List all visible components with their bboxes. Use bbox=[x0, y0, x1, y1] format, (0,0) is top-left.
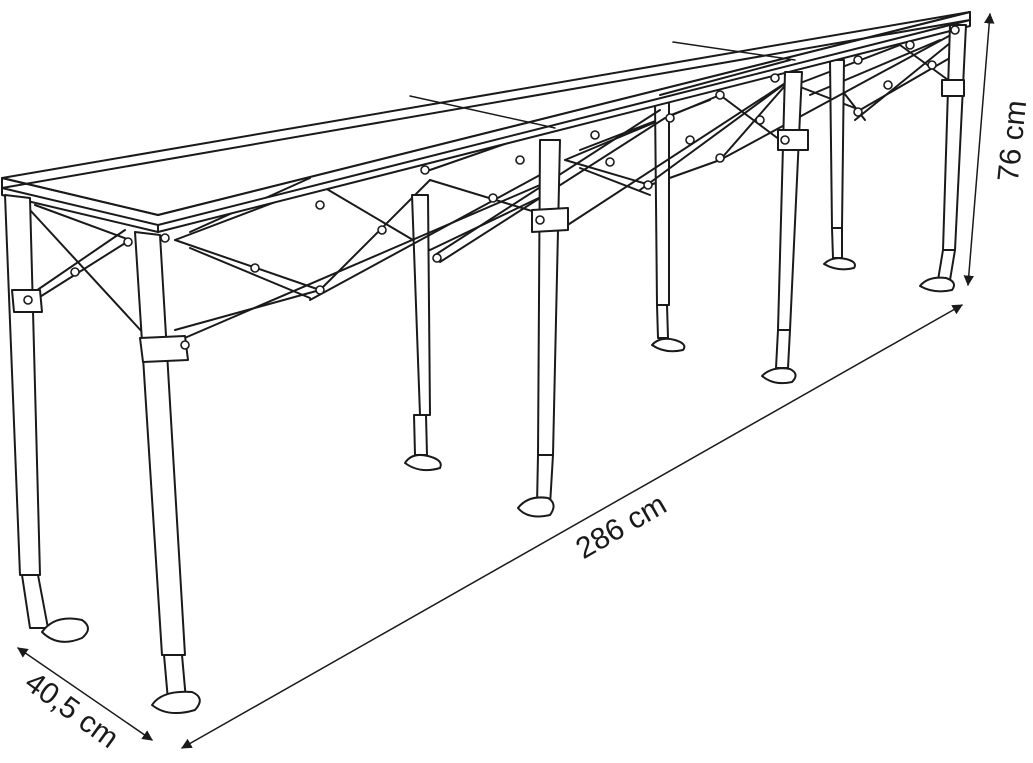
length-dimension-line bbox=[181, 304, 963, 749]
front-scissors bbox=[29, 29, 961, 341]
height-label: 76 cm bbox=[992, 99, 1033, 184]
length-label: 286 cm bbox=[570, 488, 672, 566]
dimension-lines bbox=[17, 12, 995, 749]
height-dimension-line bbox=[963, 12, 995, 287]
front-legs bbox=[4, 24, 967, 715]
depth-dimension-line bbox=[17, 647, 153, 741]
rivets bbox=[23, 25, 960, 350]
table-top bbox=[1, 11, 971, 233]
